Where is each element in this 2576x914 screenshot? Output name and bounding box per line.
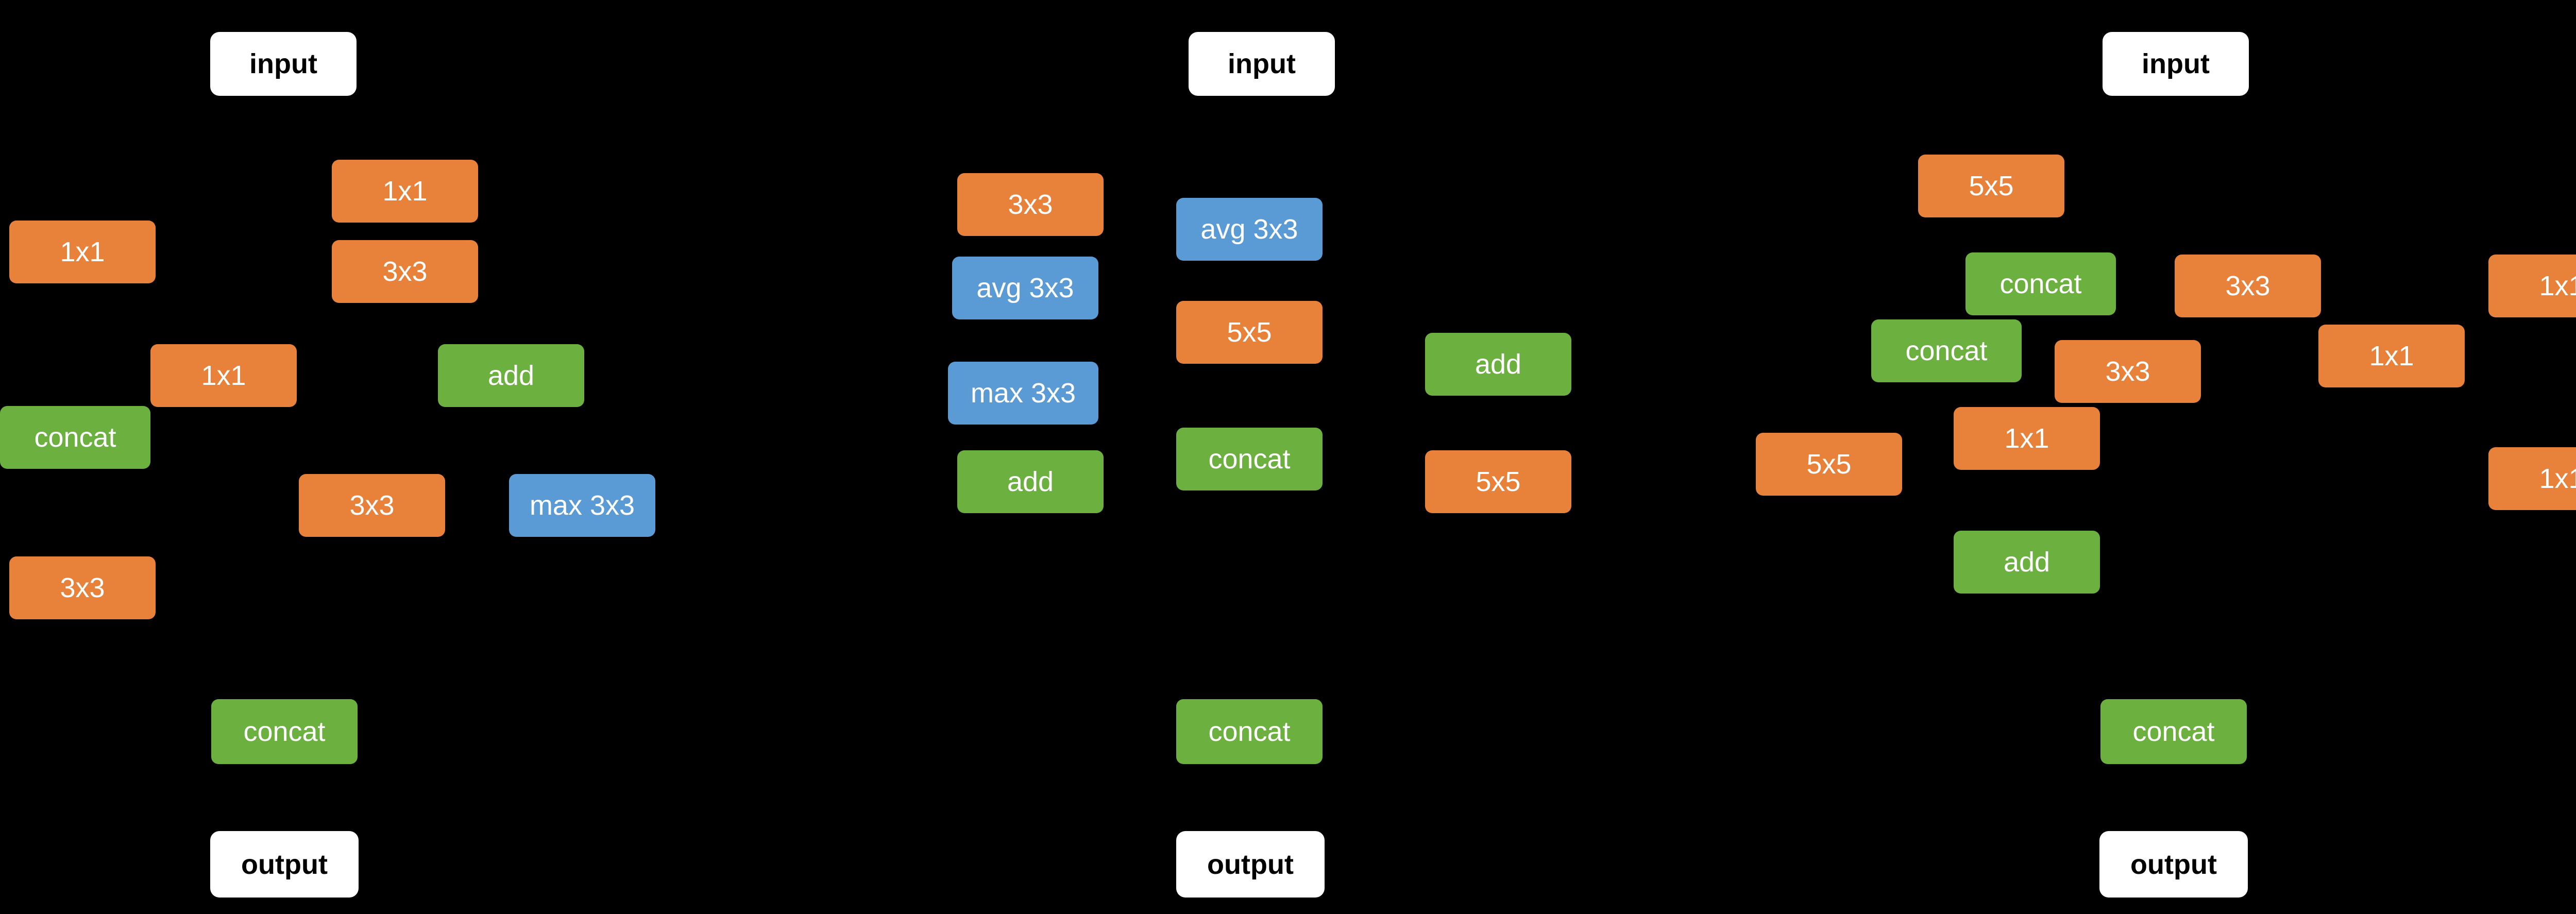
- node-max-3x3-1-8[interactable]: max 3x3: [509, 474, 655, 537]
- node-concat-3-12[interactable]: concat: [2100, 699, 2247, 764]
- node-output-1-11[interactable]: output: [210, 831, 359, 898]
- node-concat-1-6[interactable]: concat: [0, 406, 150, 469]
- node-add-1-5[interactable]: add: [438, 344, 584, 407]
- node-input-2-0[interactable]: input: [1189, 32, 1335, 96]
- node-5x5-2-4[interactable]: 5x5: [1176, 301, 1323, 364]
- node-add-3-11[interactable]: add: [1954, 531, 2100, 594]
- node-concat-2-10[interactable]: concat: [1176, 699, 1323, 764]
- node-input-3-0[interactable]: input: [2103, 32, 2249, 96]
- node-concat-1-10[interactable]: concat: [211, 699, 358, 764]
- node-1x1-3-8[interactable]: 1x1: [1954, 407, 2100, 470]
- node-5x5-3-1[interactable]: 5x5: [1918, 155, 2064, 217]
- node-concat-2-7[interactable]: concat: [1176, 428, 1323, 490]
- node-3x3-1-7[interactable]: 3x3: [299, 474, 445, 537]
- node-add-2-8[interactable]: add: [957, 450, 1104, 513]
- node-avg-3x3-2-2[interactable]: avg 3x3: [1176, 198, 1323, 261]
- node-output-3-13[interactable]: output: [2099, 831, 2248, 898]
- node-input-1-0[interactable]: input: [210, 32, 357, 96]
- node-3x3-2-1[interactable]: 3x3: [957, 173, 1104, 236]
- node-output-2-11[interactable]: output: [1176, 831, 1325, 898]
- node-3x3-3-3[interactable]: 3x3: [2175, 255, 2321, 317]
- node-1x1-3-10[interactable]: 1x1: [2488, 447, 2576, 510]
- node-3x3-3-7[interactable]: 3x3: [2055, 340, 2201, 403]
- node-1x1-1-2[interactable]: 1x1: [9, 221, 156, 283]
- node-5x5-3-9[interactable]: 5x5: [1756, 433, 1902, 496]
- node-avg-3x3-2-3[interactable]: avg 3x3: [952, 257, 1098, 319]
- node-1x1-3-4[interactable]: 1x1: [2488, 255, 2576, 317]
- node-5x5-2-9[interactable]: 5x5: [1425, 450, 1571, 513]
- node-3x3-1-9[interactable]: 3x3: [9, 556, 156, 619]
- node-1x1-1-1[interactable]: 1x1: [332, 160, 478, 223]
- node-3x3-1-3[interactable]: 3x3: [332, 240, 478, 303]
- node-1x1-1-4[interactable]: 1x1: [150, 344, 297, 407]
- node-add-2-6[interactable]: add: [1425, 333, 1571, 396]
- node-concat-3-5[interactable]: concat: [1871, 319, 2022, 382]
- node-1x1-3-6[interactable]: 1x1: [2318, 325, 2465, 387]
- node-concat-3-2[interactable]: concat: [1965, 252, 2116, 315]
- node-max-3x3-2-5[interactable]: max 3x3: [948, 362, 1098, 425]
